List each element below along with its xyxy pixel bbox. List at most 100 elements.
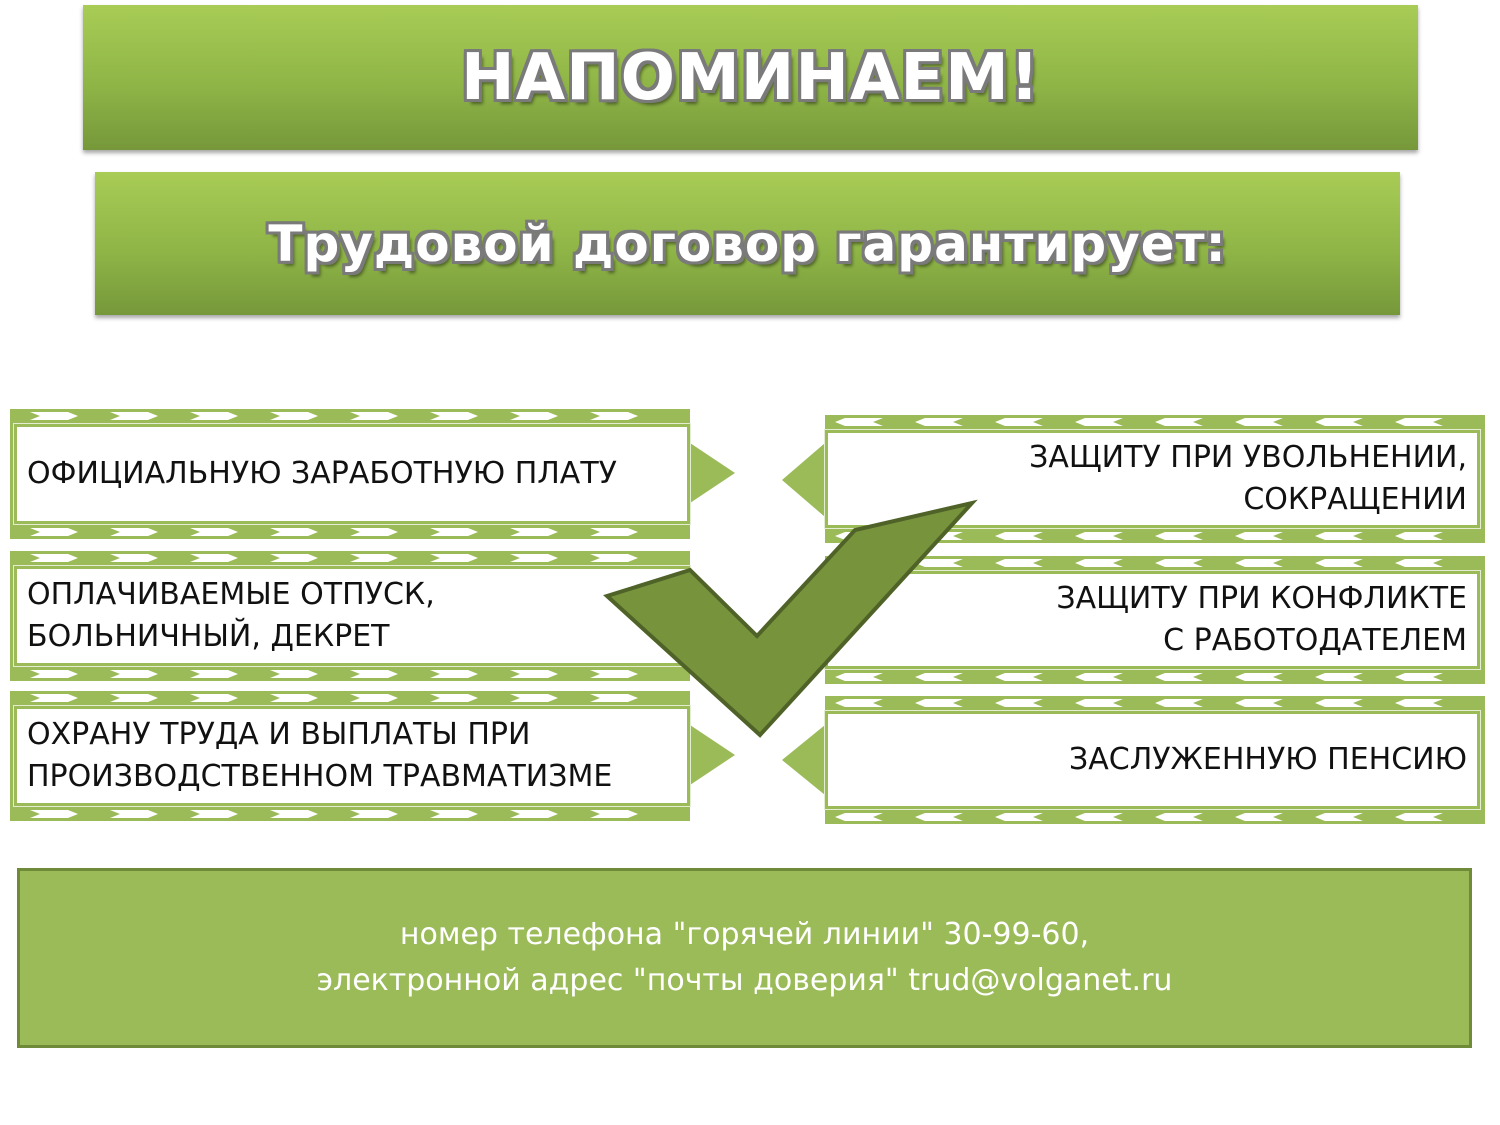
chevron-notch — [995, 559, 1043, 567]
chevron-notch — [270, 528, 318, 536]
chevron-notch — [1235, 813, 1283, 821]
hotline-info-box: номер телефона "горячей линии" 30-99-60,… — [17, 868, 1472, 1048]
chevron-notch — [190, 528, 238, 536]
chevron-notch — [270, 694, 318, 702]
chevron-notch — [1315, 559, 1363, 567]
chevron-notch — [30, 670, 78, 678]
chevron-notch — [1075, 418, 1123, 426]
guarantee-item-left-2: ОПЛАЧИВАЕМЫЕ ОТПУСК, БОЛЬНИЧНЫЙ, ДЕКРЕТ — [14, 566, 690, 666]
chevron-notch — [190, 694, 238, 702]
chevron-notch — [190, 554, 238, 562]
chevron-notch — [510, 694, 558, 702]
guarantee-item-right-1: ЗАЩИТУ ПРИ УВОЛЬНЕНИИ, СОКРАЩЕНИИ — [825, 430, 1480, 528]
chevron-notch — [430, 554, 478, 562]
chevron-notch — [995, 673, 1043, 681]
item-label: ЗАСЛУЖЕННУЮ ПЕНСИЮ — [1069, 742, 1467, 777]
item-label: ЗАЩИТУ ПРИ УВОЛЬНЕНИИ, СОКРАЩЕНИИ — [1029, 440, 1467, 517]
chevron-notch — [915, 813, 963, 821]
chevron-notch — [1395, 559, 1443, 567]
chevron-notch — [430, 528, 478, 536]
chevron-notch — [30, 694, 78, 702]
chevron-arrow-icon — [690, 443, 825, 795]
chevron-notch — [1395, 532, 1443, 540]
chevron-notch — [110, 694, 158, 702]
chevron-notch — [350, 528, 398, 536]
guarantee-item-left-3: ОХРАНУ ТРУДА И ВЫПЛАТЫ ПРИ ПРОИЗВОДСТВЕН… — [14, 706, 690, 806]
chevron-notch — [430, 694, 478, 702]
chevron-notch — [1075, 813, 1123, 821]
chevron-notch — [510, 528, 558, 536]
chevron-notch — [590, 810, 638, 818]
chevron-notch — [430, 810, 478, 818]
page-title: НАПОМИНАЕМ! — [461, 40, 1040, 115]
chevron-notch — [1235, 699, 1283, 707]
chevron-notch — [270, 554, 318, 562]
chevron-notch — [30, 810, 78, 818]
chevron-notch — [110, 554, 158, 562]
chevron-notch — [110, 810, 158, 818]
chevron-notch — [1155, 699, 1203, 707]
chevron-notch — [995, 418, 1043, 426]
chevron-notch — [590, 412, 638, 420]
chevron-notch — [510, 554, 558, 562]
chevron-notch — [835, 418, 883, 426]
guarantee-item-left-1: ОФИЦИАЛЬНУЮ ЗАРАБОТНУЮ ПЛАТУ — [14, 424, 690, 524]
chevron-notch — [270, 810, 318, 818]
chevron-notch — [30, 412, 78, 420]
chevron-notch — [1075, 699, 1123, 707]
chevron-notch — [30, 528, 78, 536]
chevron-notch — [1235, 418, 1283, 426]
chevron-notch — [1075, 532, 1123, 540]
item-label: ОПЛАЧИВАЕМЫЕ ОТПУСК, БОЛЬНИЧНЫЙ, ДЕКРЕТ — [27, 577, 435, 654]
chevron-notch — [350, 810, 398, 818]
chevron-notch — [1315, 699, 1363, 707]
guarantee-item-right-3: ЗАСЛУЖЕННУЮ ПЕНСИЮ — [825, 711, 1480, 809]
chevron-notch — [1315, 673, 1363, 681]
chevron-notch — [1235, 532, 1283, 540]
chevron-notch — [510, 810, 558, 818]
chevron-notch — [995, 813, 1043, 821]
chevron-notch — [995, 699, 1043, 707]
chevron-notch — [190, 412, 238, 420]
chevron-notch — [30, 554, 78, 562]
item-label: ОХРАНУ ТРУДА И ВЫПЛАТЫ ПРИ ПРОИЗВОДСТВЕН… — [27, 717, 613, 794]
chevron-notch — [1395, 673, 1443, 681]
chevron-notch — [1235, 559, 1283, 567]
chevron-notch — [1155, 673, 1203, 681]
chevron-notch — [110, 670, 158, 678]
hotline-phone: номер телефона "горячей линии" 30-99-60, — [399, 917, 1090, 952]
chevron-notch — [510, 670, 558, 678]
item-label: ОФИЦИАЛЬНУЮ ЗАРАБОТНУЮ ПЛАТУ — [27, 456, 617, 491]
chevron-notch — [190, 670, 238, 678]
chevron-notch — [1155, 418, 1203, 426]
chevron-notch — [1155, 532, 1203, 540]
chevron-notch — [1075, 559, 1123, 567]
chevron-notch — [1395, 418, 1443, 426]
chevron-notch — [350, 554, 398, 562]
hotline-email: электронной адрес "почты доверия" trud@v… — [316, 963, 1173, 998]
chevron-notch — [915, 418, 963, 426]
chevron-notch — [270, 412, 318, 420]
chevron-notch — [110, 528, 158, 536]
chevron-notch — [995, 532, 1043, 540]
chevron-notch — [430, 412, 478, 420]
chevron-notch — [1315, 418, 1363, 426]
chevron-notch — [110, 412, 158, 420]
subtitle-banner: Трудовой договор гарантирует: — [95, 172, 1400, 315]
chevron-notch — [1315, 813, 1363, 821]
chevron-notch — [1395, 813, 1443, 821]
chevron-notch — [1315, 532, 1363, 540]
chevron-notch — [350, 670, 398, 678]
chevron-notch — [510, 412, 558, 420]
chevron-notch — [1235, 673, 1283, 681]
chevron-notch — [1395, 699, 1443, 707]
item-label: ЗАЩИТУ ПРИ КОНФЛИКТЕ С РАБОТОДАТЕЛЕМ — [1056, 581, 1467, 658]
chevron-notch — [1155, 559, 1203, 567]
chevron-notch — [835, 813, 883, 821]
chevron-notch — [1155, 813, 1203, 821]
chevron-notch — [350, 694, 398, 702]
title-banner: НАПОМИНАЕМ! — [83, 5, 1418, 150]
guarantee-item-right-2: ЗАЩИТУ ПРИ КОНФЛИКТЕ С РАБОТОДАТЕЛЕМ — [825, 571, 1480, 669]
chevron-notch — [1075, 673, 1123, 681]
page-subtitle: Трудовой договор гарантирует: — [268, 214, 1227, 273]
